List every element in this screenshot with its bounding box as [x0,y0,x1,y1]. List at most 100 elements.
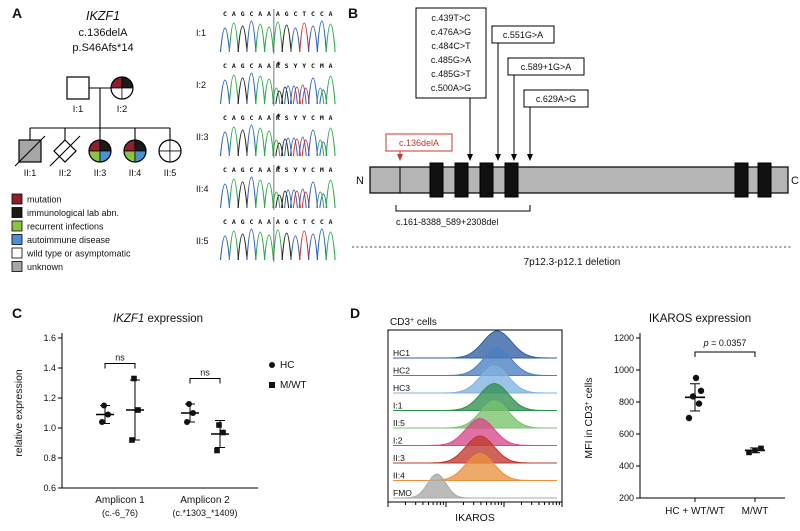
trace-peak [255,23,266,53]
flow-row-label: FMO [393,488,412,498]
trace-peak [219,183,231,209]
trace-peak [228,126,239,157]
zf-domain-box [734,162,749,198]
trace-peak [325,75,336,105]
zf-domain-box [454,162,469,198]
pedigree-member-II-4 [123,139,147,163]
trace-peak [237,129,248,157]
trace-peak [263,78,275,105]
trace-peak [246,20,257,53]
variant-label: c.629A>G [536,94,576,104]
p-value-rest: = 0.0357 [709,338,747,348]
y-tick-label: 1.4 [43,363,56,373]
y-tick-label: 1200 [614,333,634,343]
trace-peak [255,127,266,157]
base-call: A [258,218,262,226]
trace-peak [307,129,319,157]
data-point-circle [184,419,190,425]
flow-histogram-II-4 [393,452,557,481]
y-tick-label: 200 [619,493,634,503]
series-legend-label: HC [280,360,294,371]
trace-peak [237,181,248,209]
legend-item-label: autoimmune disease [27,235,110,245]
variant-box [507,57,585,76]
trace-peak [299,230,310,261]
ns-label: ns [200,368,210,378]
trace-peak [281,86,290,105]
data-point-circle [697,387,705,394]
flow-histogram-FMO [393,473,557,499]
trace-peak [272,229,283,261]
variant-protein-label: p.S46Afs*14 [72,42,133,54]
trace-peak [272,21,283,53]
variant-label: c.589+1G>A [521,62,572,72]
trace-peak [298,84,307,105]
trace-peak [228,230,239,261]
legend-swatch-lab [11,207,23,218]
trace-peak [237,25,248,53]
base-call: G [241,218,245,226]
highlight-variant-box [385,133,453,152]
flow-row-label: II:3 [393,453,405,463]
p-value-bracket [694,351,756,357]
data-point-square [135,407,141,413]
flow-row-label: I:1 [393,401,403,411]
base-call: A [267,166,271,174]
trace-peak [219,79,231,105]
data-point-square [216,422,222,428]
zf-domain-label: ZF4 [507,173,516,187]
intragenic-deletion-label: c.161-8388_589+2308del [396,217,498,227]
trace-peak [263,26,275,53]
trace-peak [228,22,239,53]
legend-swatch-wildtype [11,247,23,259]
base-call: C [311,114,315,122]
trace-peak [316,87,325,105]
trace-peak [325,23,336,53]
het-marker: * [277,164,281,174]
trace-peak [325,179,336,209]
variant-box-589: c.589+1G>A [507,57,585,76]
trace-peak [255,75,266,105]
trace-peak [316,191,325,209]
trace-peak [219,27,231,53]
data-point-square [752,447,758,454]
variant-label: c.476A>G [431,27,471,37]
data-point-square [220,429,226,436]
base-call: T [302,10,306,18]
deletion-bracket [395,205,531,212]
base-call: M [320,114,324,122]
base-call: A [267,114,271,122]
ns-bracket [189,378,221,384]
base-call: R [276,62,280,70]
flow-row-label: II:4 [393,471,405,481]
x-category-label: Amplicon 1 [95,495,145,506]
base-call: C [311,218,315,226]
base-call: A [258,114,262,122]
trace-peak [219,131,231,157]
base-call: C [311,10,315,18]
pedigree-member-label: I:2 [117,104,128,115]
flow-histogram-I-2 [393,417,557,446]
chromatogram-row-label: I:2 [196,80,206,90]
variant-box-629: c.629A>G [523,89,589,108]
trace-peak [290,27,301,53]
chart-d-ylabel-rest: cells [583,377,595,401]
zf-domain-box [757,162,772,198]
y-tick-label: 0.6 [43,483,56,493]
base-call: A [232,114,236,122]
trace-peak [272,191,281,209]
ns-bracket [104,363,136,369]
base-call: C [223,114,227,122]
base-call: C [223,62,227,70]
pedigree-member-II-3 [88,139,112,163]
data-point-square [214,447,220,454]
base-call: R [276,114,280,122]
base-call: G [241,114,245,122]
flow-title-rest: cells [414,317,437,328]
base-call: A [329,62,333,70]
y-tick-label: 400 [619,461,634,471]
variant-label: c.484C>T [431,41,471,51]
data-point-square [746,449,752,456]
